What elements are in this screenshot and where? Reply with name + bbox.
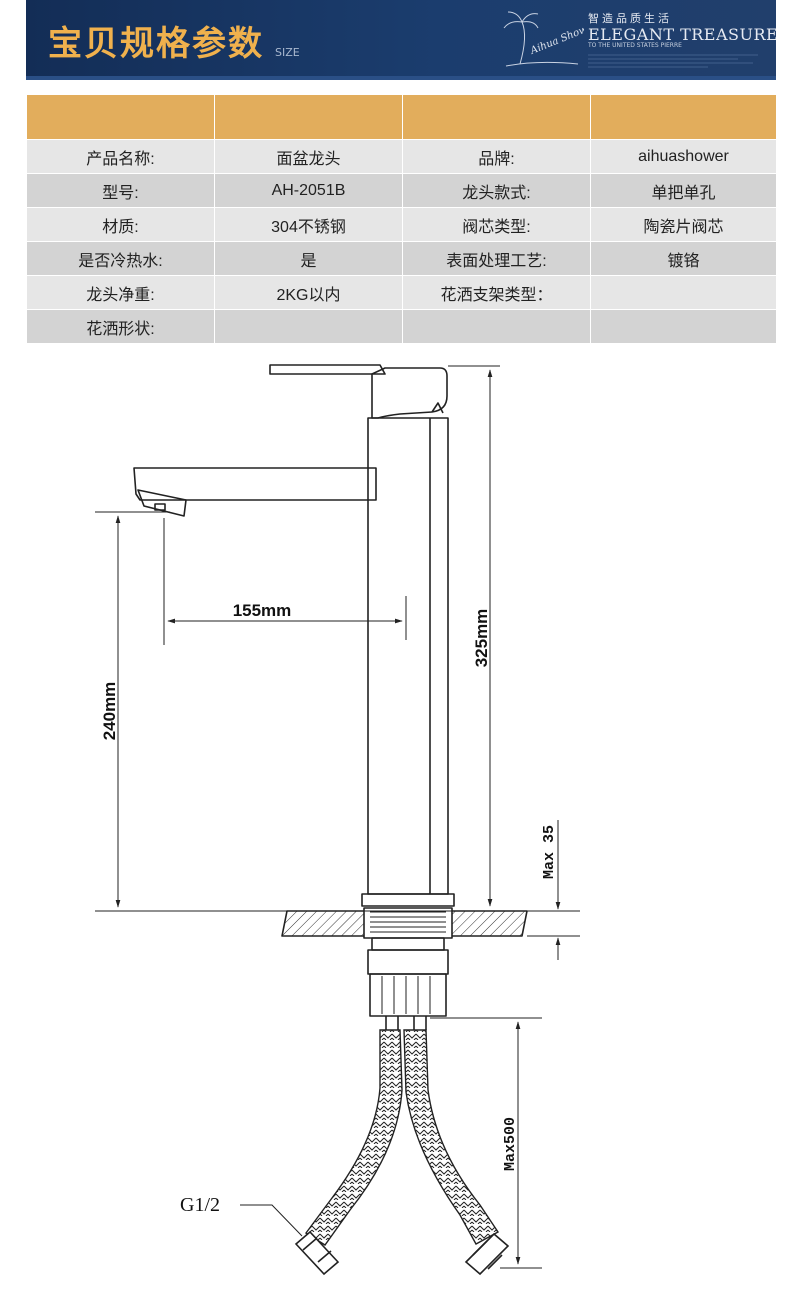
spec-label: 龙头净重: (26, 275, 215, 310)
brand-slogan-small: TO THE UNITED STATES PIERRE (588, 42, 682, 49)
spec-value (214, 309, 403, 344)
mounting-deck (281, 907, 528, 939)
spec-value: 304不锈钢 (214, 207, 403, 242)
label-spout-reach: 155mm (233, 601, 292, 620)
mounting-nut (367, 937, 449, 1030)
table-row: 材质: 304不锈钢 阀芯类型: 陶瓷片阀芯 (26, 207, 777, 242)
table-row: 产品名称: 面盆龙头 品牌: aihuashower (26, 139, 777, 174)
table-row: 是否冷热水: 是 表面处理工艺: 镀铬 (26, 241, 777, 276)
spec-label (402, 309, 591, 344)
table-row: 花洒形状: (26, 309, 777, 344)
label-total-height: 325mm (472, 609, 491, 668)
header-banner: 宝贝规格参数 SIZE Aihua Shower 智造品质生活 ELEGANT … (26, 0, 776, 80)
spec-label: 表面处理工艺: (402, 241, 591, 276)
spec-label: 产品名称: (26, 139, 215, 174)
thread-leader-line (240, 1204, 303, 1237)
spec-table-header (26, 94, 777, 140)
faucet-spout (133, 467, 377, 517)
spec-value: 镀铬 (590, 241, 777, 276)
spec-label: 阀芯类型: (402, 207, 591, 242)
spec-label: 花洒形状: (26, 309, 215, 344)
brand-slogan-cn: 智造品质生活 (588, 12, 672, 25)
table-row: 型号: AH-2051B 龙头款式: 单把单孔 (26, 173, 777, 208)
page-title: 宝贝规格参数 (48, 24, 264, 64)
faucet-handle (269, 364, 448, 419)
dimension-hose-length (430, 1017, 542, 1269)
spec-value: 陶瓷片阀芯 (590, 207, 777, 242)
spec-label: 品牌: (402, 139, 591, 174)
header-cell (402, 94, 591, 140)
spec-value: aihuashower (590, 139, 777, 174)
spec-label: 龙头款式: (402, 173, 591, 208)
faucet-dimension-drawing: 155mm 325mm 240mm Max 35 Max500 G1/2 (95, 364, 580, 1276)
spec-value (590, 275, 777, 310)
spec-value: 面盆龙头 (214, 139, 403, 174)
label-spout-height: 240mm (100, 682, 119, 741)
spec-label: 是否冷热水: (26, 241, 215, 276)
label-deck-thickness: Max 35 (541, 825, 558, 879)
header-cell (26, 94, 215, 140)
spec-value: AH-2051B (214, 173, 403, 208)
braided-hoses (294, 1029, 510, 1276)
spec-value: 2KG以内 (214, 275, 403, 310)
spec-value: 单把单孔 (590, 173, 777, 208)
spec-label: 花洒支架类型： (402, 275, 591, 310)
label-thread-size: G1/2 (180, 1194, 220, 1216)
spec-table: 产品名称: 面盆龙头 品牌: aihuashower 型号: AH-2051B … (26, 94, 777, 344)
label-hose-length: Max500 (502, 1117, 519, 1171)
spec-value: 是 (214, 241, 403, 276)
faucet-body (361, 417, 455, 907)
spec-label: 材质: (26, 207, 215, 242)
brand-slogan-en: ELEGANT TREASURES (588, 25, 776, 44)
spec-label: 型号: (26, 173, 215, 208)
table-row: 龙头净重: 2KG以内 花洒支架类型： (26, 275, 777, 310)
brand-decor-lines (588, 54, 758, 68)
spec-value (590, 309, 777, 344)
dimension-total-height (448, 365, 500, 907)
dimension-spout-height (95, 511, 170, 908)
dimension-spout-reach (163, 518, 407, 645)
header-cell (214, 94, 403, 140)
header-cell (590, 94, 777, 140)
page-subtitle: SIZE (275, 46, 300, 59)
brand-logo: Aihua Shower (503, 11, 584, 67)
